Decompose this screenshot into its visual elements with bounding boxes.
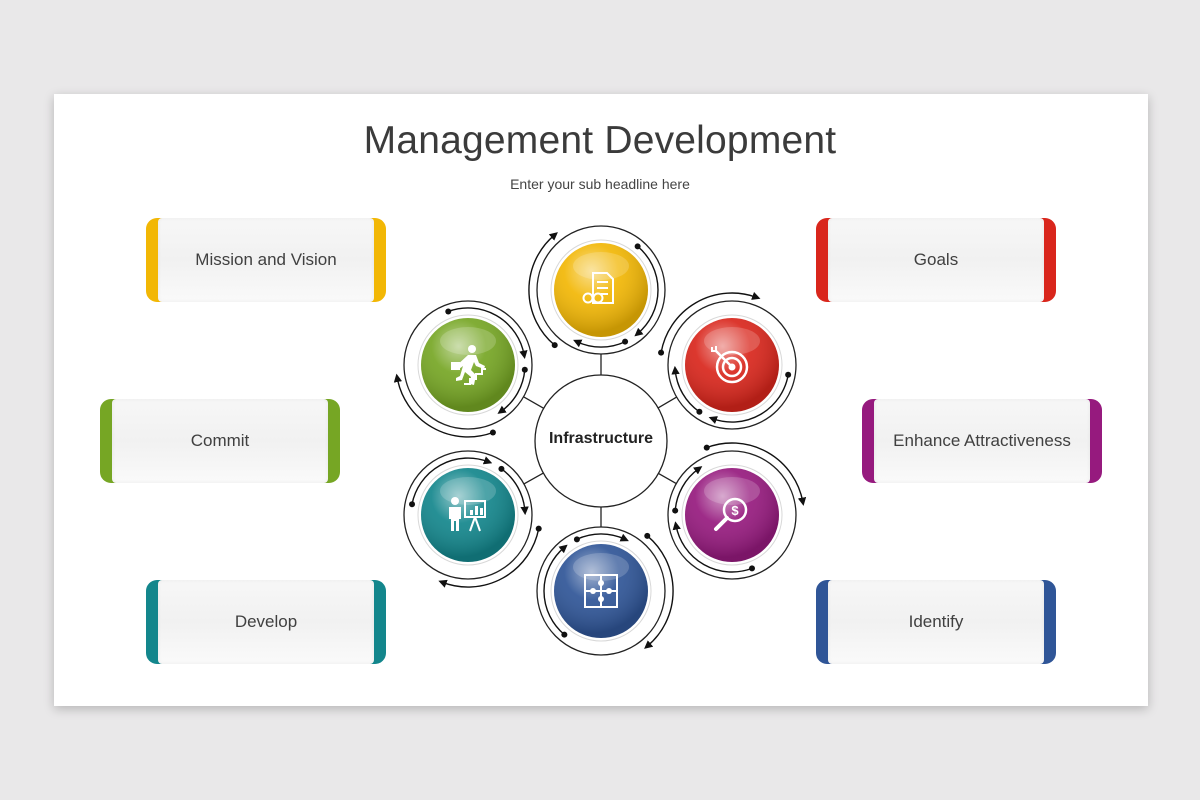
center-hub [534, 374, 668, 508]
orbit-arc [708, 374, 789, 424]
dollar-search-icon: $ [714, 497, 748, 531]
orbit-arc [672, 521, 753, 573]
node-identify[interactable] [536, 526, 674, 656]
svg-text:$: $ [731, 503, 739, 518]
orbit-arc [497, 369, 526, 414]
center-label: Infrastructure [548, 430, 654, 447]
orbit-arc [634, 245, 659, 337]
card-label: Enhance Attractiveness [893, 431, 1071, 450]
node-commit[interactable] [393, 300, 533, 438]
node-goals[interactable] [658, 291, 797, 430]
card-label: Identify [908, 612, 964, 631]
card-mission-and-vision[interactable]: Mission and Vision [146, 218, 386, 302]
spoke-develop [523, 472, 544, 485]
orbit-arc [411, 456, 493, 505]
orbit-arc [660, 291, 761, 353]
target-icon [711, 346, 749, 384]
orbit-arc [644, 535, 674, 649]
orbit-arc [674, 466, 703, 511]
card-goals[interactable]: Goals [816, 218, 1056, 302]
orbit-arc [543, 544, 568, 636]
node-mission[interactable] [528, 225, 666, 355]
card-develop[interactable]: Develop [146, 580, 386, 664]
orbit-arc [448, 307, 528, 360]
card-label: Goals [913, 250, 959, 269]
card-label: Mission and Vision [195, 250, 337, 269]
stairs-climber-icon [451, 345, 486, 385]
spoke-commit [523, 396, 545, 409]
orbit-arc [500, 468, 529, 516]
slide-title: Management Development [363, 119, 837, 162]
card-enhance-attractiveness[interactable]: Enhance Attractiveness [862, 399, 1102, 483]
card-commit[interactable]: Commit [100, 399, 340, 483]
presentation-icon [449, 497, 486, 532]
slide-subtitle: Enter your sub headline here [510, 176, 690, 192]
orbit-arc [528, 232, 558, 346]
card-identify[interactable]: Identify [816, 580, 1056, 664]
card-label: Commit [190, 431, 250, 450]
spoke-enhance [658, 472, 677, 485]
document-glasses-icon [582, 272, 614, 304]
orbit-arc [573, 339, 626, 348]
spoke-goals [657, 396, 677, 409]
orbit-arc [393, 373, 494, 438]
orbit-arc [706, 442, 807, 506]
node-enhance[interactable]: $ [667, 442, 807, 580]
orbit-arc [671, 365, 700, 413]
card-label: Develop [234, 612, 298, 631]
node-develop[interactable] [403, 450, 542, 588]
puzzle-icon [584, 574, 618, 608]
orbit-arc [576, 533, 629, 542]
spokes [523, 354, 677, 527]
orbit-arc [438, 528, 540, 588]
